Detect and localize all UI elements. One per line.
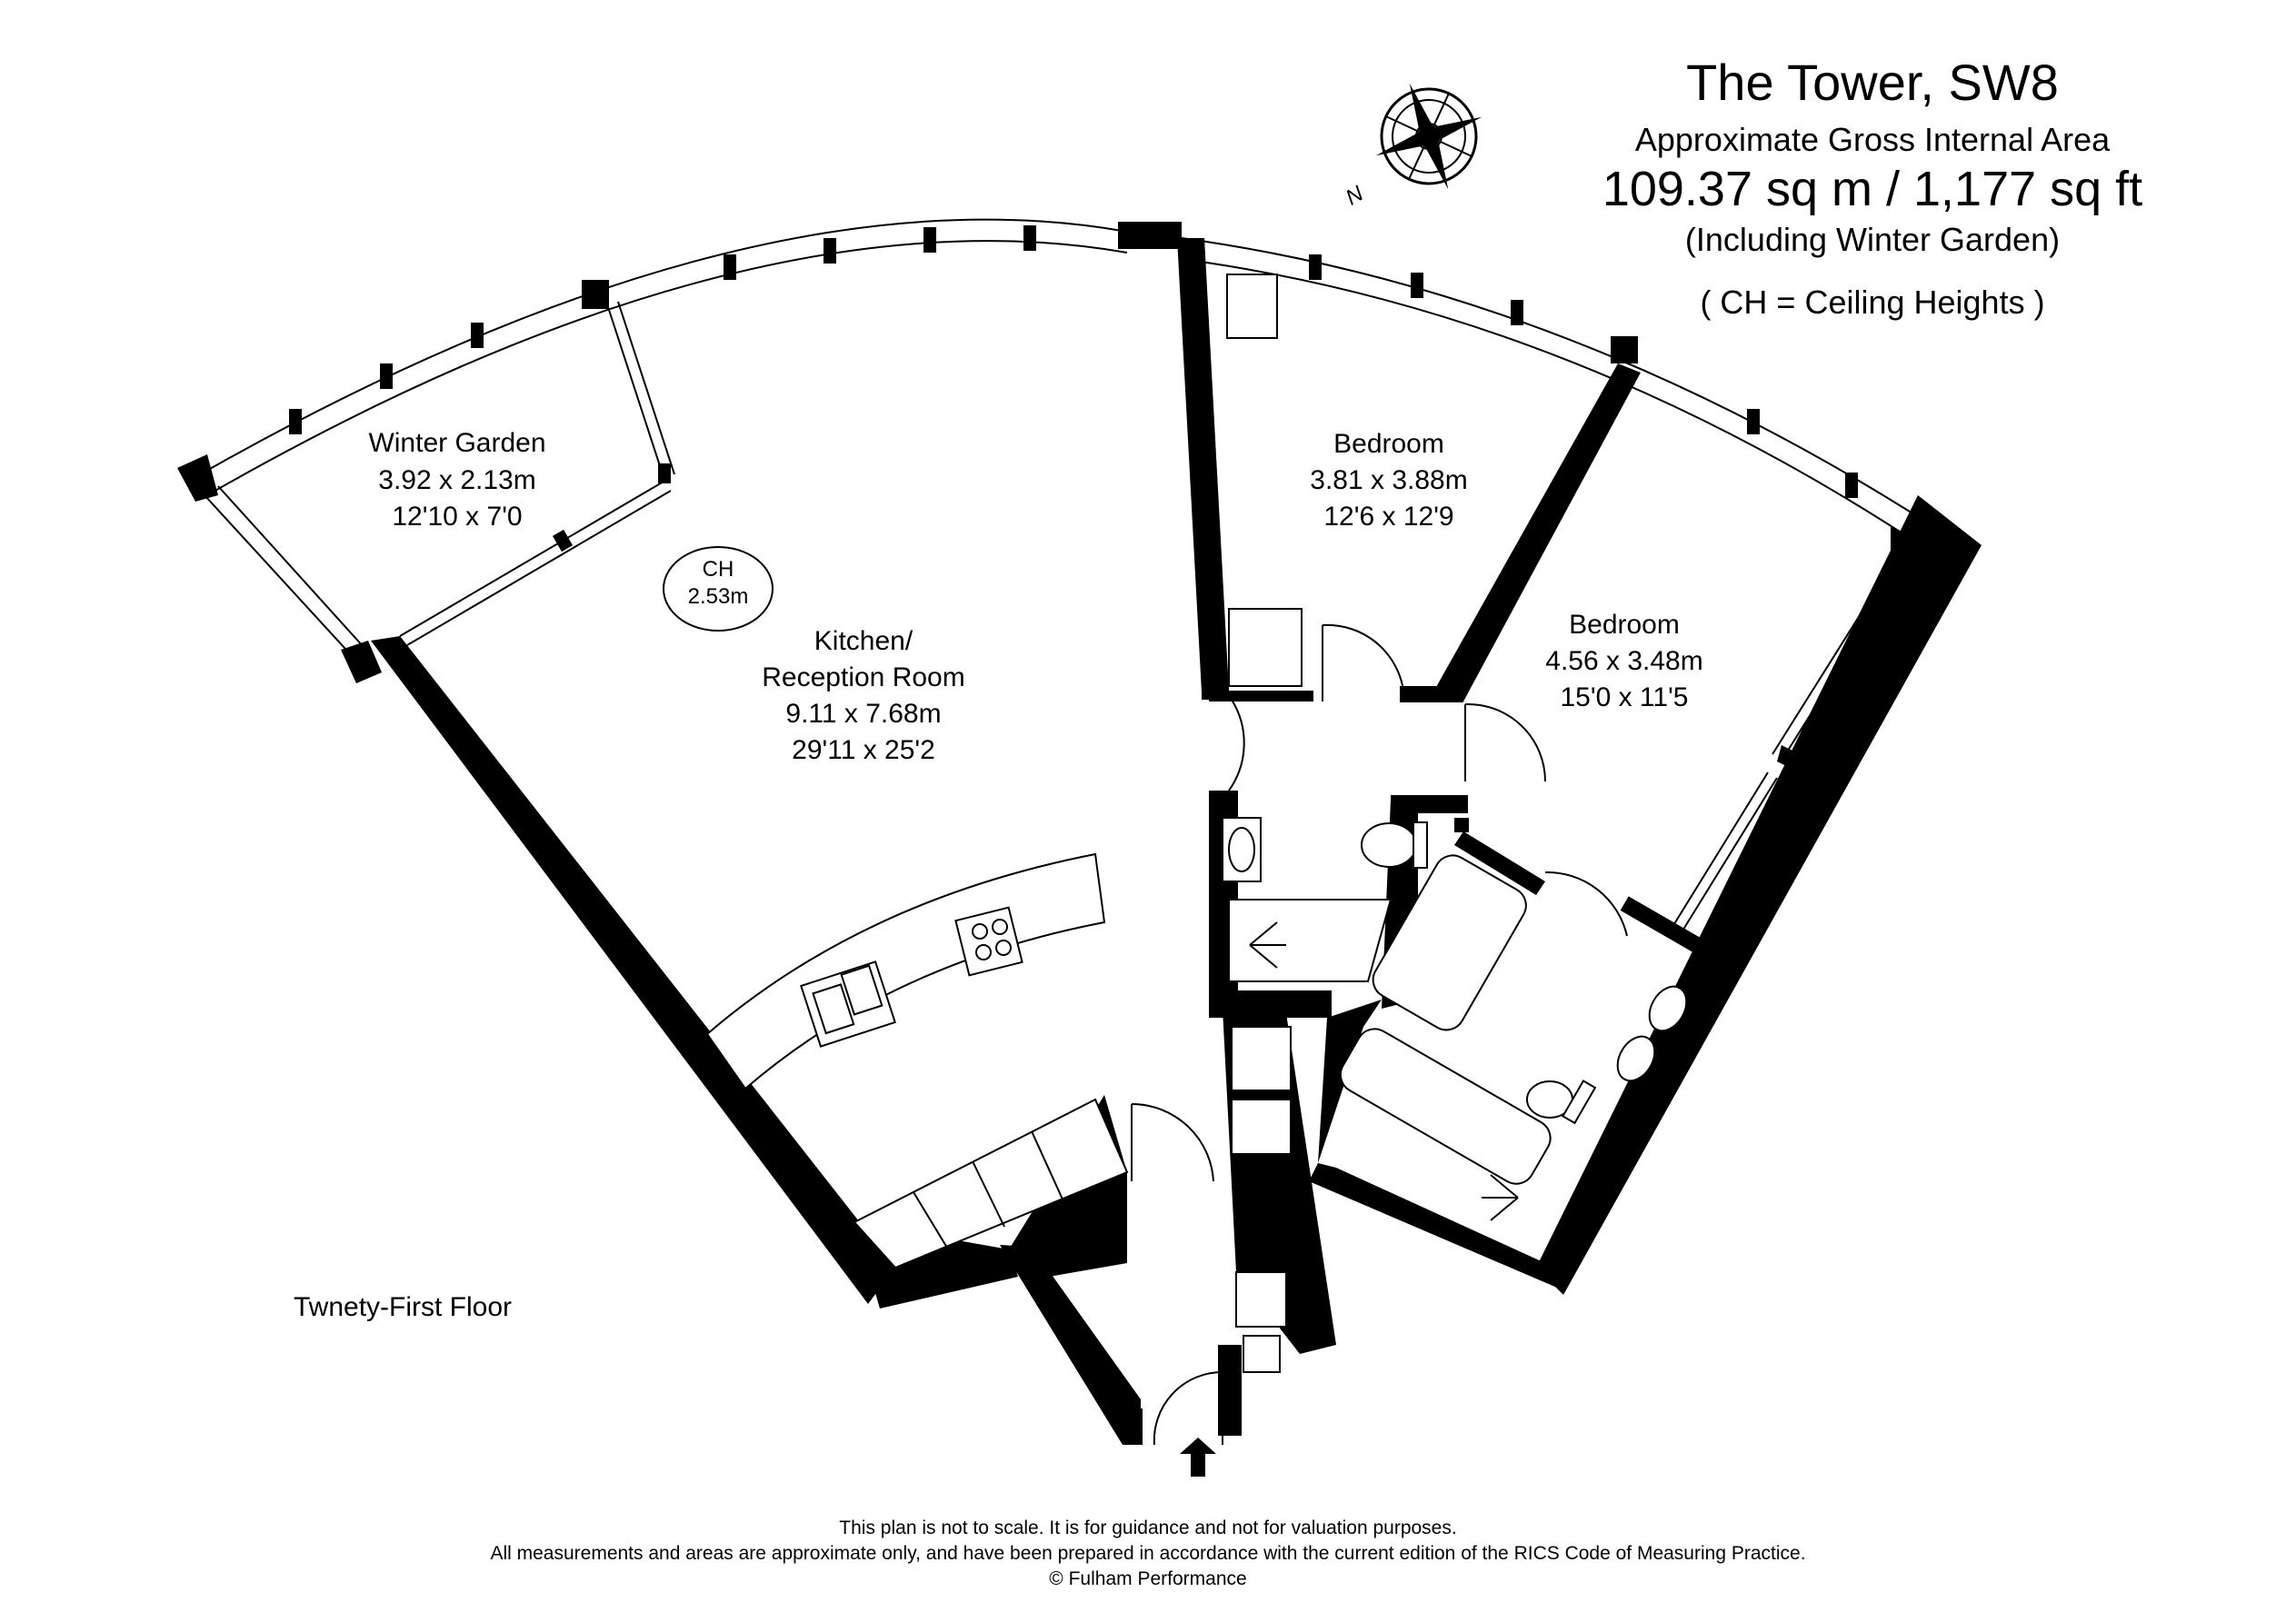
footer-copyright: © Fulham Performance [1049, 1568, 1246, 1589]
compass-north-letter: N [1342, 181, 1368, 210]
kitchen-imperial: 29'11 x 25'2 [792, 735, 935, 765]
plan-title: The Tower, SW8 [1686, 54, 2059, 111]
compass-rose-icon [1375, 83, 1482, 190]
bedroom2-name: Bedroom [1569, 610, 1680, 640]
gross-area: 109.37 sq m / 1,177 sq ft [1602, 162, 2142, 216]
winter-garden-name: Winter Garden [368, 428, 545, 458]
kitchen-name-line2: Reception Room [762, 662, 964, 692]
cupboards [1226, 274, 1905, 1373]
footer-disclaimer-1: This plan is not to scale. It is for gui… [839, 1518, 1456, 1538]
footer-disclaimer-2: All measurements and areas are approxima… [490, 1543, 1805, 1564]
walls [177, 238, 1982, 1445]
ceiling-height-label: CH [703, 557, 734, 582]
facade-glazing [195, 218, 1928, 544]
bedroom2-metric: 4.56 x 3.48m [1545, 646, 1702, 676]
ceiling-height-value: 2.53m [688, 584, 749, 609]
bedroom2-imperial: 15'0 x 11'5 [1560, 682, 1688, 712]
kitchen-island [705, 852, 1106, 1090]
kitchen-name-line1: Kitchen/ [814, 626, 913, 656]
bedroom1-imperial: 12'6 x 12'9 [1323, 502, 1453, 532]
kitchen-units [853, 1098, 1129, 1269]
floor-label: Twnety-First Floor [294, 1292, 512, 1322]
bedroom1-name: Bedroom [1333, 429, 1444, 459]
bathroom-fixtures [1222, 817, 1688, 1221]
ceiling-height-note: ( CH = Ceiling Heights ) [1700, 284, 2044, 321]
winter-garden-metric: 3.92 x 2.13m [378, 465, 535, 495]
plan-subtitle: Approximate Gross Internal Area [1635, 121, 2111, 158]
kitchen-metric: 9.11 x 7.68m [785, 699, 941, 729]
ceiling-height-marker [663, 546, 774, 632]
doors [1131, 623, 1628, 1446]
area-note: (Including Winter Garden) [1685, 221, 2060, 258]
winter-garden-glazing [204, 301, 675, 660]
winter-garden-imperial: 12'10 x 7'0 [392, 502, 522, 532]
entrance-arrow-icon [1180, 1438, 1216, 1477]
bedroom1-metric: 3.81 x 3.88m [1310, 465, 1467, 495]
